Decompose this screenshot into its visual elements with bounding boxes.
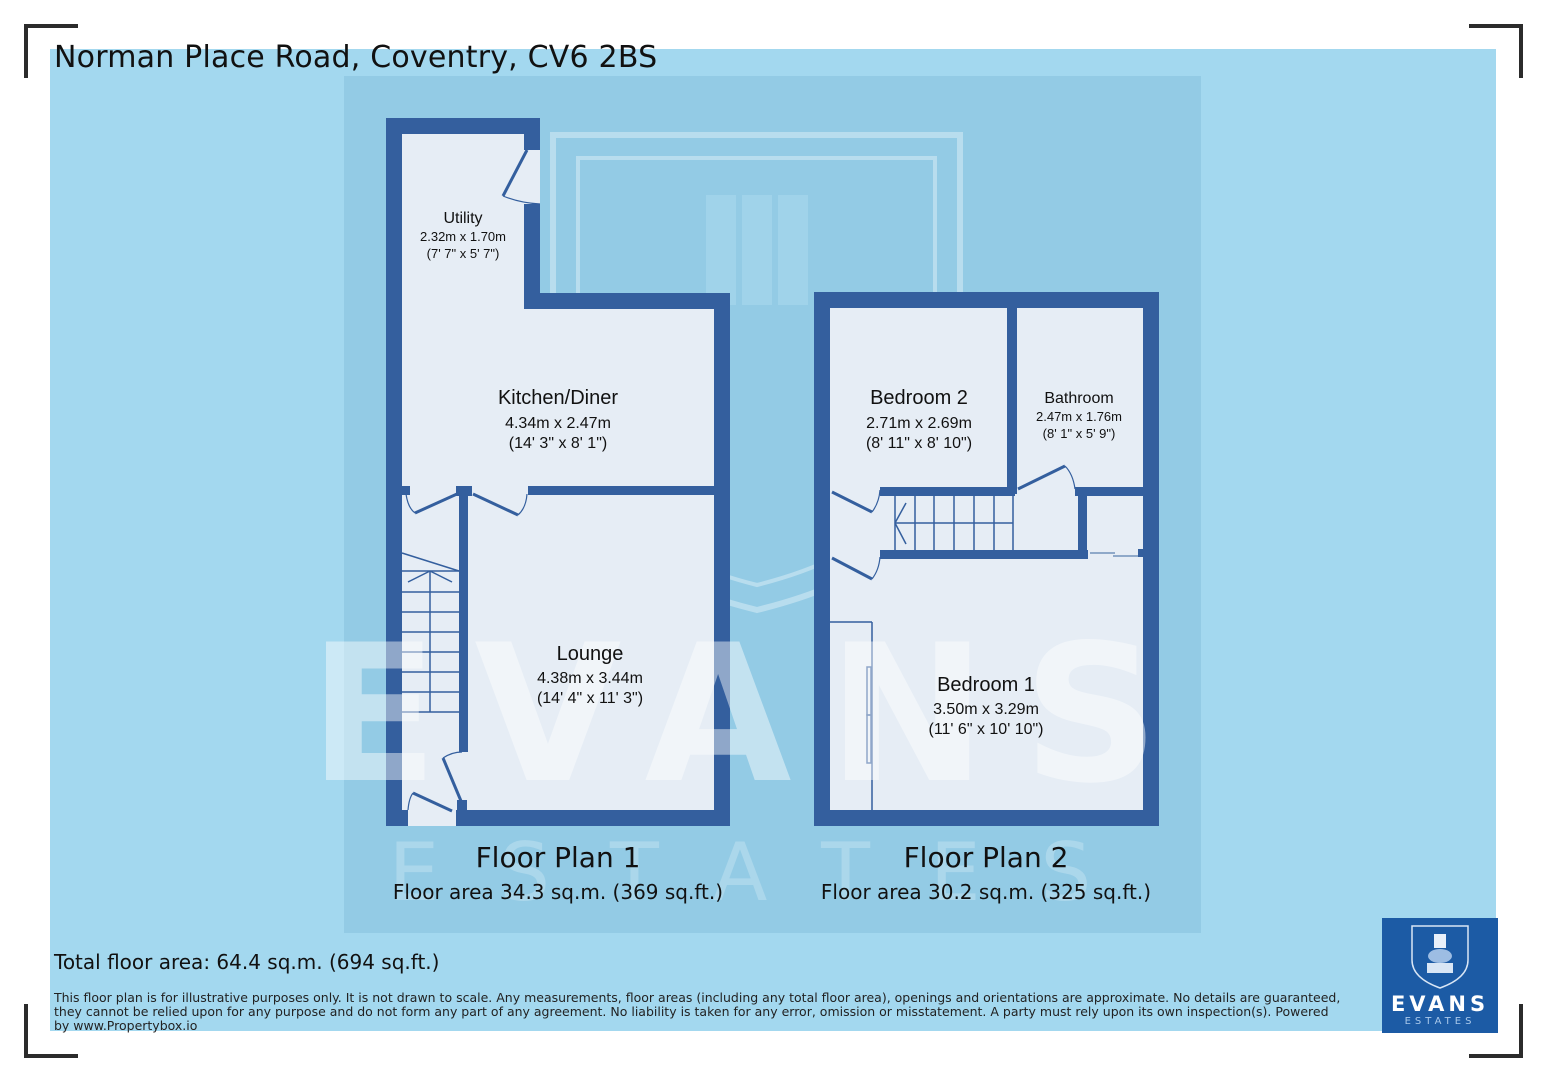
floor-plan-1-drawing xyxy=(386,118,730,826)
evans-estates-logo: EVANS ESTATES xyxy=(1382,918,1498,1033)
floor-plan-2-area: Floor area 30.2 sq.m. (325 sq.ft.) xyxy=(820,880,1152,904)
room-name-lounge: Lounge xyxy=(557,643,624,665)
floor-plan-2-drawing xyxy=(814,292,1159,826)
room-name-bathroom: Bathroom xyxy=(1044,390,1113,407)
room-metric-utility: 2.32m x 1.70m xyxy=(420,229,506,244)
room-imperial-utility: (7' 7" x 5' 7") xyxy=(427,246,500,261)
room-metric-lounge: 4.38m x 3.44m xyxy=(537,670,643,687)
disclaimer-text: This floor plan is for illustrative purp… xyxy=(54,990,1341,1033)
svg-text:EVANS: EVANS xyxy=(309,604,1196,825)
crop-mark-bottom-left xyxy=(24,1004,78,1058)
crop-mark-bottom-right xyxy=(1469,1004,1523,1058)
svg-text:ESTATES: ESTATES xyxy=(389,826,1152,919)
room-name-bedroom-1: Bedroom 1 xyxy=(937,674,1035,696)
room-name-bedroom-2: Bedroom 2 xyxy=(870,387,968,409)
crop-mark-top-right xyxy=(1469,24,1523,78)
logo-name: EVANS xyxy=(1390,992,1490,1016)
crop-mark-top-left xyxy=(24,24,78,78)
watermark-text: EVANS ESTATES xyxy=(309,604,1196,919)
room-name-utility: Utility xyxy=(443,210,482,227)
room-name-kitchen: Kitchen/Diner xyxy=(498,387,618,409)
room-metric-bathroom: 2.47m x 1.76m xyxy=(1036,409,1122,424)
room-metric-kitchen: 4.34m x 2.47m xyxy=(505,415,611,432)
property-address-title: Norman Place Road, Coventry, CV6 2BS xyxy=(54,40,658,75)
watermark-castle-icon xyxy=(706,195,808,305)
room-imperial-bathroom: (8' 1" x 5' 9") xyxy=(1043,426,1116,441)
shield-castle-elephant-icon xyxy=(1411,925,1469,989)
room-metric-bedroom-1: 3.50m x 3.29m xyxy=(933,701,1039,718)
room-imperial-bedroom-1: (11' 6" x 10' 10") xyxy=(928,721,1043,738)
room-metric-bedroom-2: 2.71m x 2.69m xyxy=(866,415,972,432)
total-floor-area: Total floor area: 64.4 sq.m. (694 sq.ft.… xyxy=(54,950,440,974)
floor-plan-1-area: Floor area 34.3 sq.m. (369 sq.ft.) xyxy=(392,880,724,904)
room-imperial-bedroom-2: (8' 11" x 8' 10") xyxy=(866,435,972,452)
room-imperial-lounge: (14' 4" x 11' 3") xyxy=(537,690,643,707)
room-imperial-kitchen: (14' 3" x 8' 1") xyxy=(509,435,607,452)
floor-plan-1-title: Floor Plan 1 xyxy=(475,841,641,874)
floor-plan-2-title: Floor Plan 2 xyxy=(903,841,1069,874)
logo-subtitle: ESTATES xyxy=(1404,1016,1476,1027)
